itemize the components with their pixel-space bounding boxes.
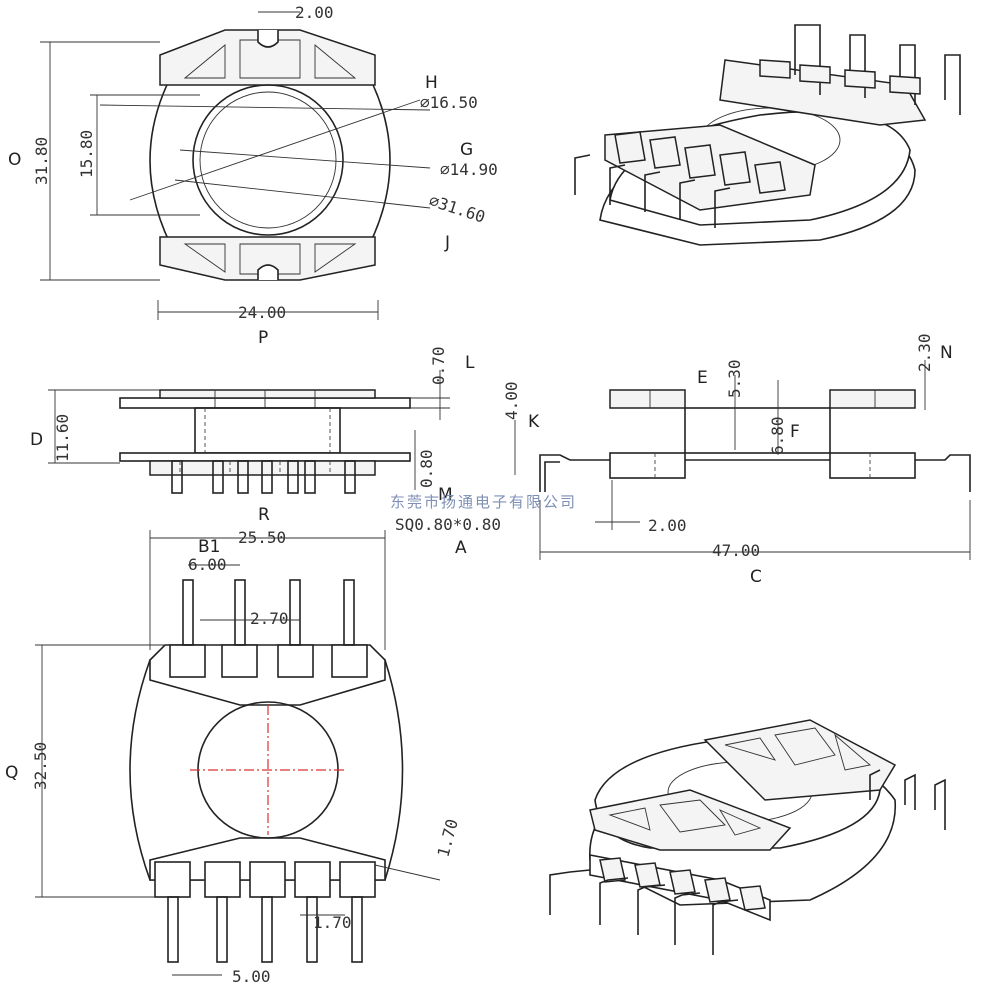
label-o: O <box>8 150 21 170</box>
side-view <box>514 360 971 560</box>
dim-pin-gap: 2.70 <box>250 609 289 628</box>
label-a: A <box>455 538 467 558</box>
label-m: M <box>438 485 453 505</box>
dim-l-thick: 0.70 <box>429 346 448 385</box>
label-l: L <box>465 353 475 373</box>
label-e: E <box>697 368 708 388</box>
isometric-view-bottom <box>549 719 946 955</box>
dim-pin-section: SQ0.80*0.80 <box>395 515 501 534</box>
dim-m-thick: 0.80 <box>417 449 436 488</box>
dim-k-height: 4.00 <box>502 381 521 420</box>
bottom-view <box>35 530 441 976</box>
dim-dia-h: ⌀16.50 <box>420 93 478 112</box>
dim-q-height: 32.50 <box>31 742 50 790</box>
dim-top-slot: 2.00 <box>295 3 334 22</box>
label-q: Q <box>5 763 18 783</box>
dim-d-height: 11.60 <box>53 414 72 462</box>
label-d: D <box>30 430 43 450</box>
label-n: N <box>940 343 953 363</box>
dim-p-width: 24.00 <box>238 303 286 322</box>
dim-o-height: 31.80 <box>32 137 51 185</box>
dim-bottom-pitch: 5.00 <box>232 967 271 986</box>
label-k: K <box>528 412 540 432</box>
dim-r-width: 25.50 <box>238 528 286 547</box>
dim-dia-g: ⌀14.90 <box>440 160 498 179</box>
label-j: J <box>444 233 450 253</box>
dim-inner-height: 15.80 <box>77 130 96 178</box>
label-h: H <box>425 73 438 93</box>
dim-c-width: 47.00 <box>712 541 760 560</box>
label-p: P <box>258 328 268 348</box>
dim-b1-pitch: 6.00 <box>188 555 227 574</box>
dim-pin-width: 1.70 <box>313 913 352 932</box>
dim-flange-thick: 1.70 <box>434 817 462 859</box>
dim-f-height: 6.80 <box>768 416 787 455</box>
label-f: F <box>790 422 800 442</box>
dim-e-height: 5.30 <box>725 359 744 398</box>
watermark-text: 东莞市扬通电子有限公司 <box>390 493 577 511</box>
isometric-view-top <box>574 24 961 246</box>
label-g: G <box>460 140 473 160</box>
label-b1: B1 <box>198 537 220 557</box>
label-c: C <box>750 567 762 587</box>
top-view <box>40 11 431 320</box>
label-r: R <box>258 505 270 525</box>
dim-n-height: 2.30 <box>915 333 934 372</box>
dim-dia-j: ⌀31.60 <box>427 191 488 227</box>
front-view <box>48 370 450 494</box>
dim-pin-offset: 2.00 <box>648 516 687 535</box>
